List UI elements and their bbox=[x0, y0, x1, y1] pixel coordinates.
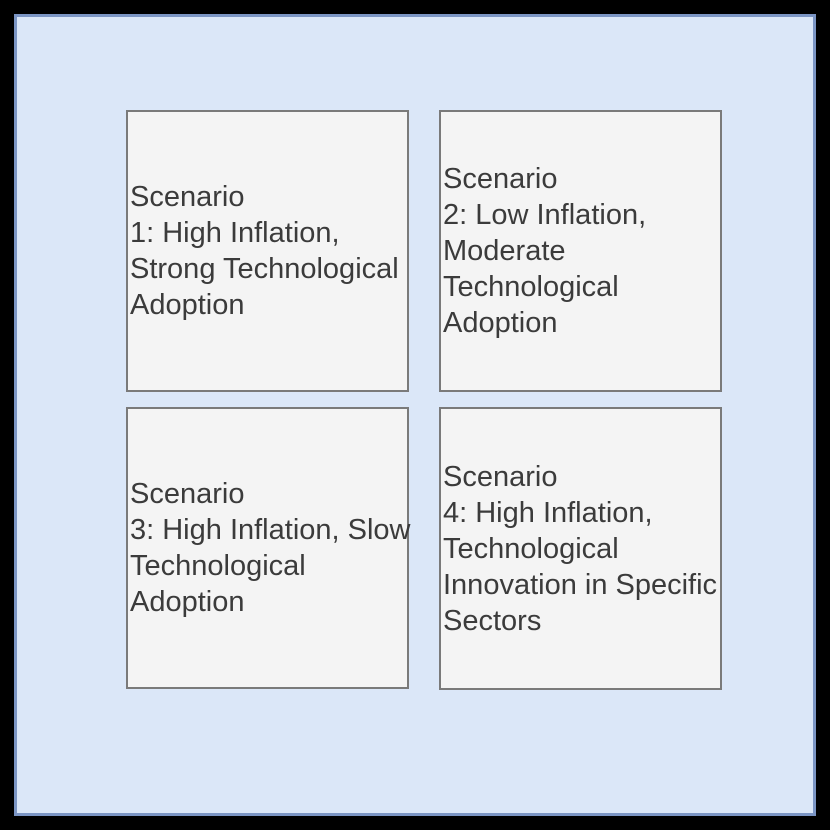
scenario-box-2: Scenario 2: Low Inflation, Moderate Tech… bbox=[439, 110, 722, 392]
scenario-box-1-label: Scenario 1: High Inflation, Strong Techn… bbox=[130, 181, 399, 321]
scenario-box-3-label: Scenario 3: High Inflation, Slow Technol… bbox=[130, 478, 411, 618]
scenario-box-4: Scenario 4: High Inflation, Technologica… bbox=[439, 407, 722, 690]
diagram-canvas: Scenario 1: High Inflation, Strong Techn… bbox=[14, 14, 816, 816]
scenario-box-1: Scenario 1: High Inflation, Strong Techn… bbox=[126, 110, 409, 392]
scenario-box-2-label: Scenario 2: Low Inflation, Moderate Tech… bbox=[443, 163, 647, 339]
scenario-box-3: Scenario 3: High Inflation, Slow Technol… bbox=[126, 407, 411, 689]
scenario-box-4-label: Scenario 4: High Inflation, Technologica… bbox=[443, 460, 718, 637]
